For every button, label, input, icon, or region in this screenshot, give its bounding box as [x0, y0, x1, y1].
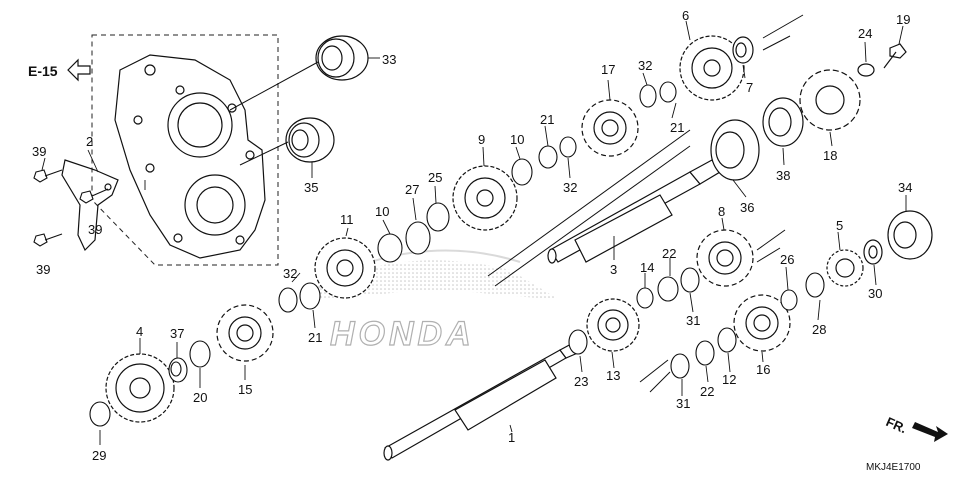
front-direction-indicator: FR. [884, 414, 948, 442]
bolt-39-low [33, 233, 63, 247]
callout-32c: 32 [283, 266, 297, 281]
callout-3: 3 [610, 262, 617, 277]
callout-22a: 22 [662, 246, 676, 261]
washer-30 [863, 239, 883, 265]
callout-38: 38 [776, 168, 790, 183]
gear-13 [586, 298, 640, 352]
callout-26: 26 [780, 252, 794, 267]
group-bracket-lines [487, 14, 804, 393]
callout-37: 37 [170, 326, 184, 341]
callout-30: 30 [868, 286, 882, 301]
callout-2: 2 [86, 134, 93, 149]
mainshaft [383, 341, 581, 461]
callout-39c: 39 [36, 262, 50, 277]
reference-e15[interactable]: E-15 [28, 58, 91, 82]
callout-23: 23 [574, 374, 588, 389]
callout-32b: 32 [563, 180, 577, 195]
callout-19: 19 [896, 12, 910, 27]
leader-lines [41, 20, 907, 445]
countershaft [547, 159, 721, 264]
bearing-36 [710, 119, 760, 181]
leader-bearing-33-to-cover [229, 61, 319, 111]
gear-17 [581, 99, 639, 157]
collar-7 [732, 36, 754, 64]
callout-10a: 10 [510, 132, 524, 147]
gear-16 [733, 294, 791, 352]
callout-35: 35 [304, 180, 318, 195]
transmission-case-cover [114, 54, 266, 259]
cover-assembly-box [91, 34, 279, 266]
bolt-39-mid [79, 188, 109, 204]
callout-21b: 21 [670, 120, 684, 135]
callout-16: 16 [756, 362, 770, 377]
oil-seal-38 [762, 97, 804, 147]
callout-34: 34 [898, 180, 912, 195]
callout-21c: 21 [308, 330, 322, 345]
callout-32a: 32 [638, 58, 652, 73]
callout-5: 5 [836, 218, 843, 233]
bearing-35 [285, 117, 335, 163]
callout-4: 4 [136, 324, 143, 339]
gear-4 [105, 353, 175, 423]
gear-9 [452, 165, 518, 231]
callout-9: 9 [478, 132, 485, 147]
bearing-34 [887, 210, 933, 260]
bearing-33 [315, 35, 369, 81]
bolt-39-top [33, 169, 63, 183]
callout-20: 20 [193, 390, 207, 405]
callout-22b: 22 [700, 384, 714, 399]
callout-11: 11 [340, 212, 354, 227]
gear-8 [696, 229, 754, 287]
callout-7: 7 [746, 80, 753, 95]
callout-33: 33 [382, 52, 396, 67]
callout-6: 6 [682, 8, 689, 23]
callout-15: 15 [238, 382, 252, 397]
drive-sprocket-18 [799, 69, 861, 131]
small-rings [89, 81, 825, 427]
drawing-code: MKJ4E1700 [866, 462, 921, 473]
honda-watermark-text: HONDA [330, 315, 475, 353]
callout-13: 13 [606, 368, 620, 383]
gear-6 [679, 35, 745, 101]
bolt-19 [883, 43, 907, 69]
callout-29: 29 [92, 448, 106, 463]
callout-25: 25 [428, 170, 442, 185]
setting-plate [61, 159, 119, 252]
front-arrow-icon [912, 422, 948, 442]
callout-12: 12 [722, 372, 736, 387]
callout-39a: 39 [32, 144, 46, 159]
reference-e15-label: E-15 [28, 63, 58, 79]
leader-bearing-35-to-cover [239, 141, 289, 166]
gear-11 [314, 237, 376, 299]
front-direction-label: FR. [884, 414, 909, 436]
callout-10b: 10 [375, 204, 389, 219]
callout-21a: 21 [540, 112, 554, 127]
callout-14: 14 [640, 260, 654, 275]
callout-27: 27 [405, 182, 419, 197]
callout-31b: 31 [676, 396, 690, 411]
gear-5 [826, 249, 864, 287]
callout-1: 1 [508, 430, 515, 445]
callout-17: 17 [601, 62, 615, 77]
callout-36: 36 [740, 200, 754, 215]
callout-28: 28 [812, 322, 826, 337]
washer-24 [857, 63, 875, 77]
callout-31a: 31 [686, 313, 700, 328]
callout-8: 8 [718, 204, 725, 219]
callout-39b: 39 [88, 222, 102, 237]
callout-24: 24 [858, 26, 872, 41]
callout-labels: 1 2 3 4 5 6 7 8 9 10 10 11 12 13 14 15 1… [32, 8, 912, 463]
gear-15 [216, 304, 274, 362]
left-arrow-icon [67, 58, 91, 82]
callout-18: 18 [823, 148, 837, 163]
